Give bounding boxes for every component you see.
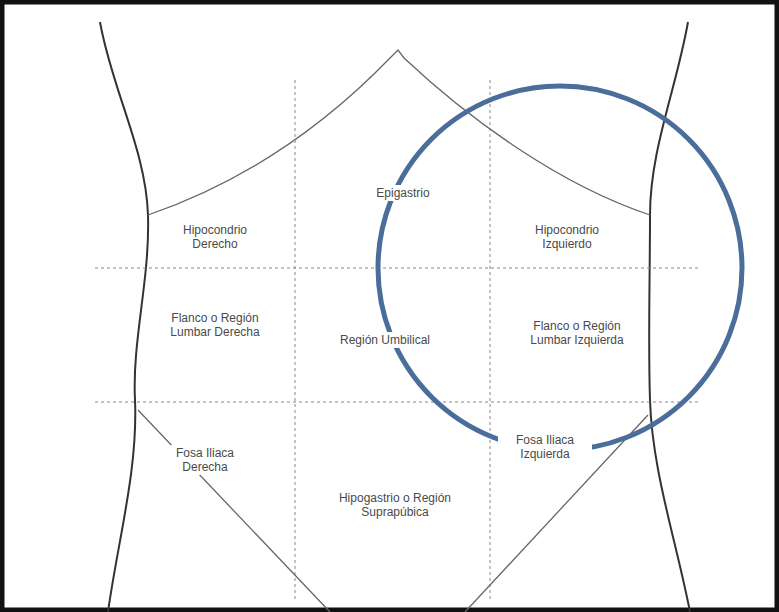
region-label: Epigastrio bbox=[356, 185, 450, 201]
region-label: Flanco o Región Lumbar Derecha bbox=[163, 310, 267, 340]
region-label: Fosa Iliaca Izquierda bbox=[498, 432, 592, 462]
region-label: Flanco o Región Lumbar Izquierda bbox=[525, 318, 629, 348]
region-label: Fosa Iliaca Derecha bbox=[158, 445, 252, 475]
region-label: Hipocondrio Derecho bbox=[165, 222, 265, 252]
region-label: Región Umbilical bbox=[328, 332, 442, 348]
region-label: Hipogastrio o Región Suprapúbica bbox=[323, 490, 467, 520]
region-label: Hipocondrio Izquierdo bbox=[517, 222, 617, 252]
